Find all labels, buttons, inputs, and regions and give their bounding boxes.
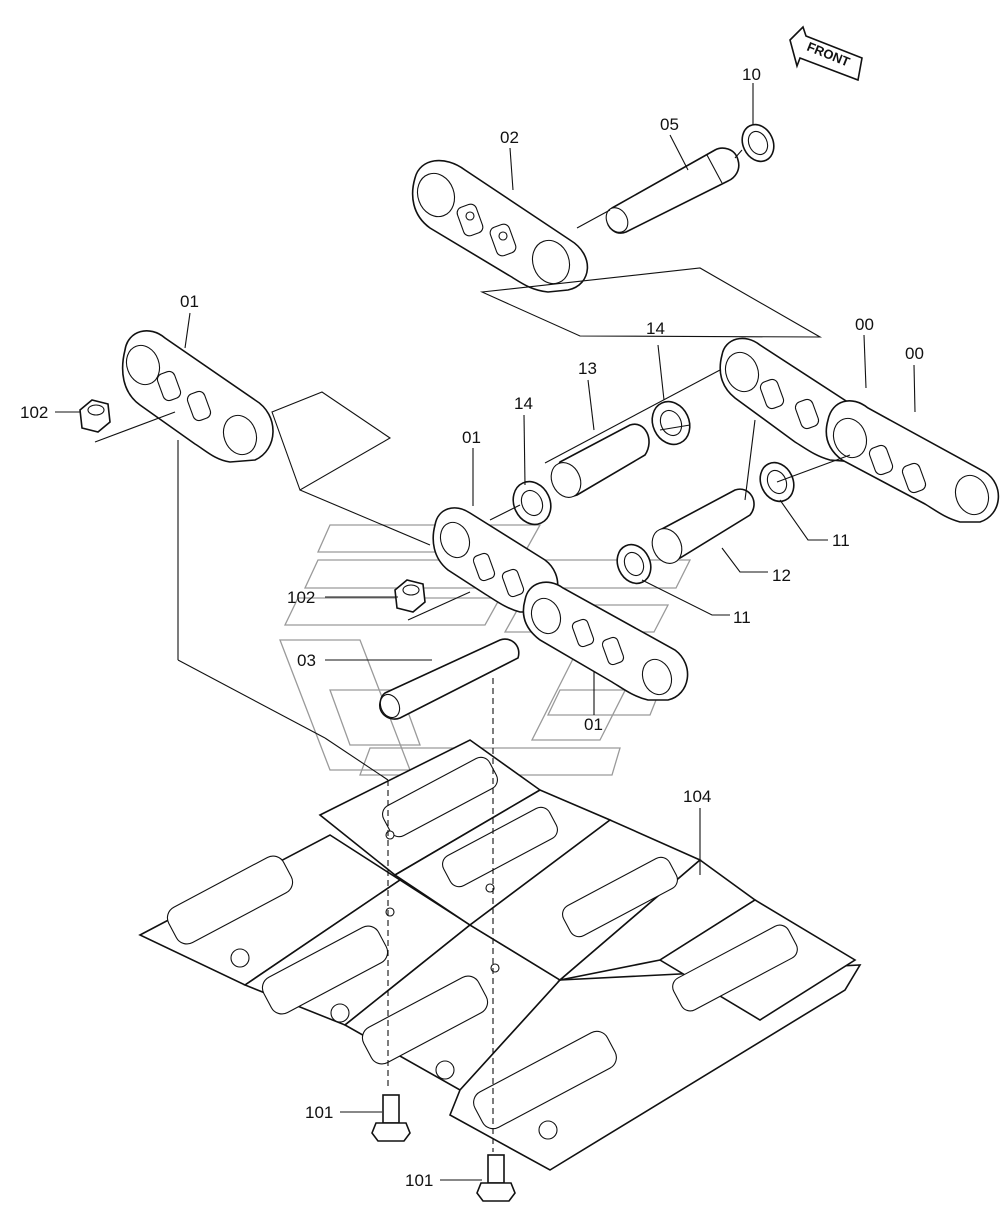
callout-03: 03 <box>297 651 316 670</box>
callout-12: 12 <box>772 566 791 585</box>
callout-104: 104 <box>683 787 711 806</box>
pin-03 <box>379 638 520 720</box>
bolt-101-lower <box>476 1154 516 1202</box>
callout-101-upper: 101 <box>305 1103 333 1122</box>
seal-11-mid <box>616 543 652 585</box>
callout-01-middle: 01 <box>462 428 481 447</box>
callout-13: 13 <box>578 359 597 378</box>
callout-101-lower: 101 <box>405 1171 433 1190</box>
callout-00-a: 00 <box>855 315 874 334</box>
nut-102-left <box>79 399 111 433</box>
callout-11-right: 11 <box>832 531 850 550</box>
front-direction-arrow: FRONT <box>789 25 863 82</box>
leader-lines <box>55 83 916 1181</box>
bolt-101-upper <box>371 1094 411 1142</box>
track-link-01-upper-left <box>121 330 274 463</box>
bushing-13 <box>550 423 650 498</box>
callout-02: 02 <box>500 128 519 147</box>
callout-00-b: 00 <box>905 344 924 363</box>
callout-14-right: 14 <box>646 319 665 338</box>
track-link-00-far-right <box>825 400 1000 523</box>
callout-11-mid: 11 <box>733 608 751 627</box>
snap-ring-10 <box>741 123 775 163</box>
callout-labels: 10 05 02 01 102 14 13 14 00 00 01 11 12 … <box>20 65 924 1190</box>
callout-10: 10 <box>742 65 761 84</box>
bushing-12 <box>651 488 755 564</box>
track-shoes-104 <box>138 739 862 1171</box>
master-pin-05 <box>605 147 740 234</box>
callout-05: 05 <box>660 115 679 134</box>
track-link-02 <box>411 159 589 293</box>
track-link-01-lower <box>522 581 689 701</box>
seal-14-right <box>651 400 691 446</box>
callout-01-lower: 01 <box>584 715 603 734</box>
callout-102-mid: 102 <box>287 588 315 607</box>
seal-14-left <box>512 480 552 526</box>
callout-102-left: 102 <box>20 403 48 422</box>
nut-102-mid <box>394 579 426 613</box>
callout-14-left: 14 <box>514 394 533 413</box>
callout-01-upper-left: 01 <box>180 292 199 311</box>
